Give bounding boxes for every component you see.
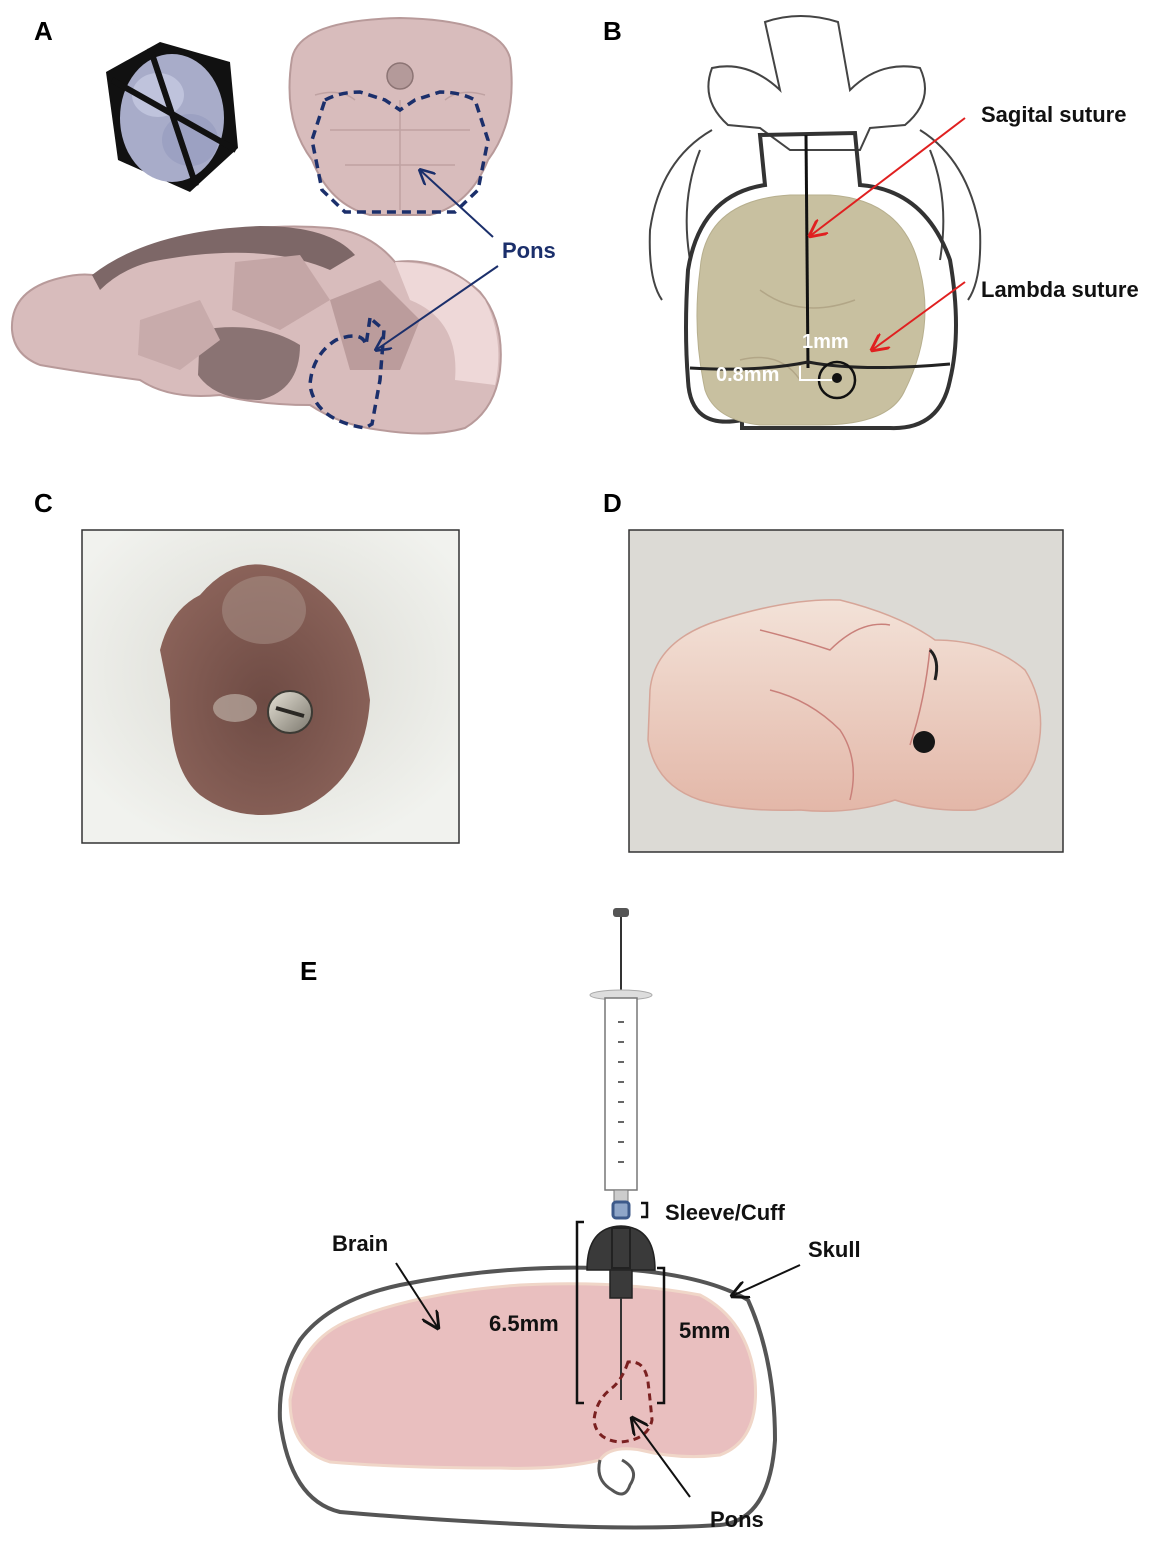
- guide-cannula-head: [587, 1226, 655, 1270]
- coronal-section: [290, 18, 512, 215]
- sagital-suture-label: Sagital suture: [981, 102, 1126, 127]
- skull-label: Skull: [808, 1237, 861, 1262]
- panel-b: B Sagital suture Lambda suture 1mm 0.8mm: [603, 16, 1139, 428]
- dimension-1mm: 1mm: [802, 331, 849, 353]
- dimension-0-8mm: 0.8mm: [716, 364, 779, 386]
- pons-label-e: Pons: [710, 1507, 764, 1532]
- panel-e-letter: E: [300, 956, 317, 986]
- sleeve-cuff-label: Sleeve/Cuff: [665, 1200, 785, 1225]
- lambda-suture-label: Lambda suture: [981, 277, 1139, 302]
- guide-cannula-shaft: [610, 1270, 632, 1298]
- pons-label-a: Pons: [502, 238, 556, 263]
- panel-a-letter: A: [34, 16, 53, 46]
- panel-d-letter: D: [603, 488, 622, 518]
- panel-e: E Sleeve/Cuff: [280, 908, 861, 1532]
- skull-arrow: [732, 1265, 800, 1296]
- panel-a: A Pons: [12, 16, 556, 434]
- brain-3d-icon: [106, 42, 238, 192]
- sagittal-section: [12, 226, 501, 434]
- sleeve-cuff: [613, 1202, 629, 1218]
- brain-label: Brain: [332, 1231, 388, 1256]
- depth-5mm-label: 5mm: [679, 1318, 730, 1343]
- depth-6-5mm-label: 6.5mm: [489, 1311, 559, 1336]
- injection-site-dot: [832, 373, 842, 383]
- panel-b-letter: B: [603, 16, 622, 46]
- panel-d: D: [603, 488, 1063, 852]
- ink-injection-mark: [913, 731, 935, 753]
- panel-c: C: [34, 488, 459, 843]
- panel-c-letter: C: [34, 488, 53, 518]
- syringe-icon: [590, 908, 652, 1202]
- brain-photo-top: [697, 195, 925, 425]
